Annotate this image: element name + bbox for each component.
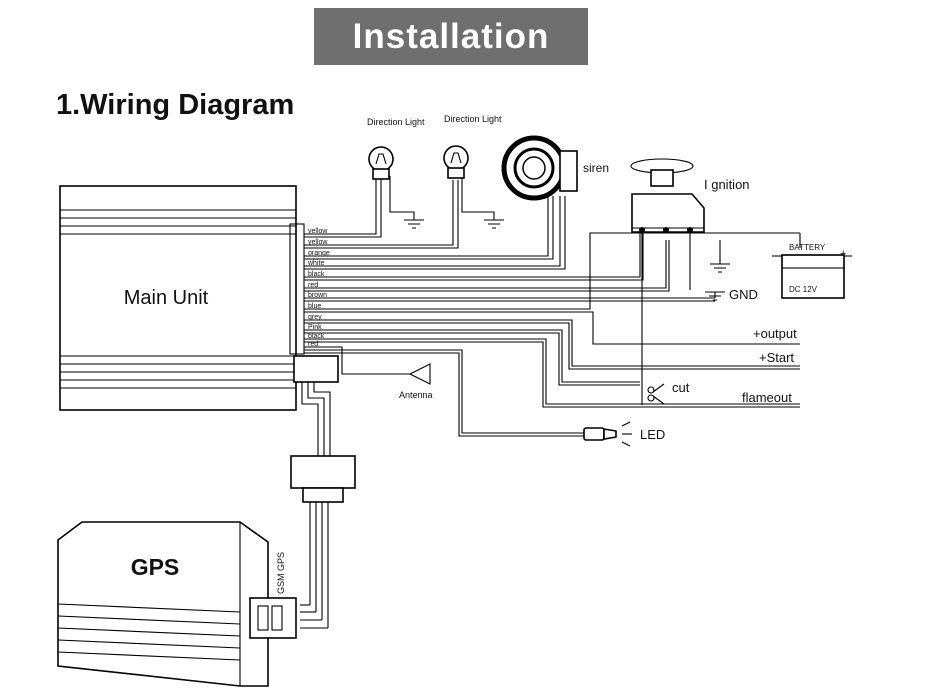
led-icon: LED [583,421,665,447]
main-unit-label: Main Unit [124,287,209,309]
siren-label: siren [583,161,609,175]
wire-harness [304,178,800,437]
battery-label: BATTERY [789,243,826,252]
battery-rating: DC 12V [789,285,818,294]
wire-label: blue [308,303,321,310]
gps-harness [290,355,356,629]
wire-label: grey [308,314,322,321]
cut-icon: cut [647,380,690,405]
wire-label: red [308,341,318,348]
antenna-label: Antenna [399,390,433,400]
battery: BATTERY + DC 12V [772,233,852,299]
wire-label: red [308,282,318,289]
gps-unit: GPS GSM GPS [57,521,297,687]
cut-label: cut [672,380,690,395]
wire-label: black [308,271,325,278]
direction-light-1: Direction Light [367,117,425,180]
wire-label: Pink [308,324,322,331]
wire-label: white [307,260,324,267]
direction-light-1-label: Direction Light [367,117,425,127]
wire-labels: yellow yellow orange white black red bro… [307,228,330,348]
led-label: LED [640,427,665,442]
wire-label: orange [308,250,330,257]
installation-banner: Installation [314,8,588,65]
battery-plus: + [840,248,846,260]
gps-label: GPS [131,554,180,580]
ignition-switch: I gnition [630,158,750,405]
siren: siren [501,135,609,201]
wire-label: yellow [308,239,328,246]
output-label: +output [753,326,797,341]
direction-light-2-label: Direction Light [444,114,502,124]
ignition-label: I gnition [704,177,750,192]
wire-label: yellow [308,228,328,235]
wire-label: brown [308,292,327,299]
main-unit: Main Unit [59,185,305,411]
wire-label: black [308,333,325,340]
gps-port-label: GSM GPS [276,552,286,594]
gnd-label: GND [729,287,758,302]
ground-symbols: GND [389,176,758,302]
antenna-icon: Antenna [399,363,433,400]
flameout-label: flameout [742,390,792,405]
direction-light-2: Direction Light [443,114,502,179]
section-title: 1.Wiring Diagram [56,89,295,121]
start-label: +Start [759,350,794,365]
